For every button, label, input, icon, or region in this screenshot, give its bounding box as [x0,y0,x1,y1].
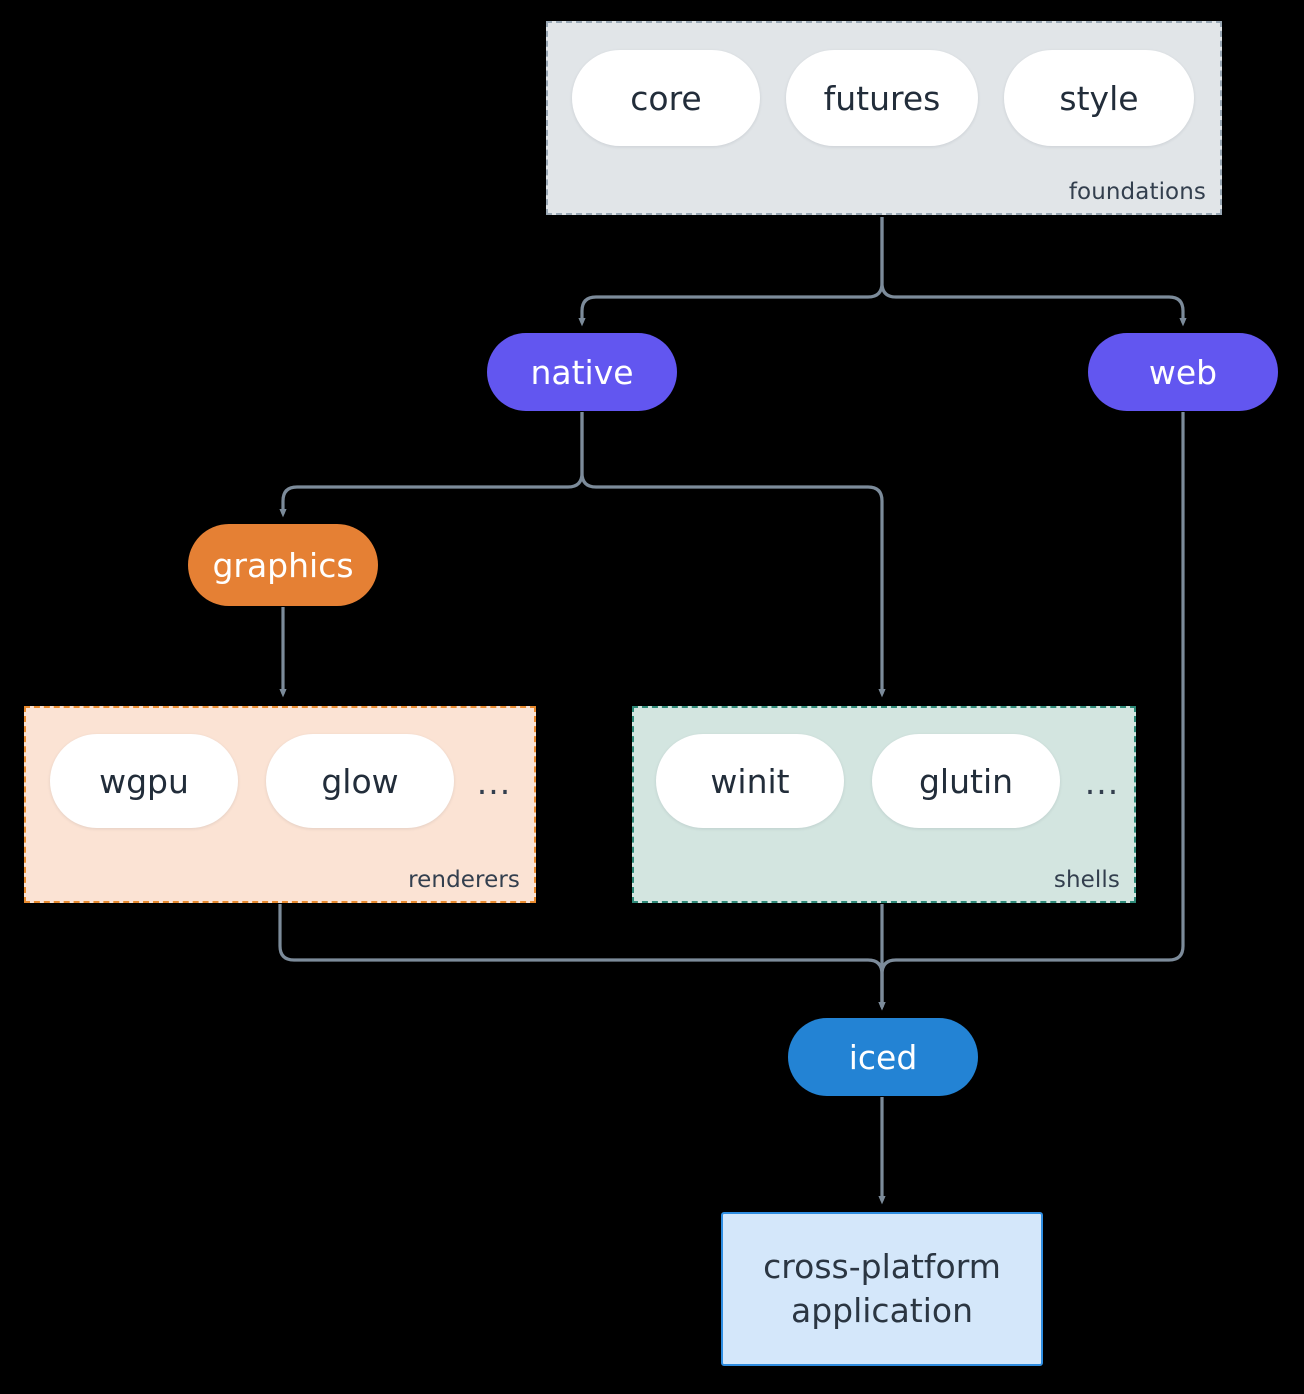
node-web-label: web [1148,352,1218,392]
node-core-label: core [630,78,702,118]
node-web[interactable]: web [1088,333,1278,411]
edge-renderers-iced [278,904,886,1011]
edge-native-shells [580,412,886,698]
node-native-label: native [530,352,634,392]
edge-native-graphics [279,412,584,518]
application-label-line1: cross-platform [763,1247,1001,1287]
node-style[interactable]: style [1004,50,1194,146]
node-iced[interactable]: iced [788,1018,978,1096]
node-glutin-label: glutin [918,761,1014,801]
shells-more-ellipsis: ... [1078,762,1126,802]
node-winit-label: winit [710,761,790,801]
node-style-label: style [1059,78,1139,118]
node-glow[interactable]: glow [266,734,454,828]
cluster-shells-label: shells [1053,867,1120,893]
node-graphics-label: graphics [212,545,354,585]
edge-foundations-web [880,217,1187,327]
node-winit[interactable]: winit [656,734,844,828]
node-core[interactable]: core [572,50,760,146]
node-graphics[interactable]: graphics [188,524,378,606]
edge-foundations-native [578,217,884,327]
renderers-more-label: ... [476,762,512,802]
node-glutin[interactable]: glutin [872,734,1060,828]
renderers-more-ellipsis: ... [470,762,518,802]
node-futures-label: futures [823,78,941,118]
node-wgpu-label: wgpu [99,761,189,801]
node-iced-label: iced [848,1037,918,1077]
cluster-renderers-label: renderers [408,867,520,893]
node-glow-label: glow [321,761,399,801]
application-label-line2: application [790,1291,974,1330]
node-cross-platform-application[interactable]: cross-platform application [721,1212,1043,1366]
node-wgpu[interactable]: wgpu [50,734,238,828]
cluster-foundations-label: foundations [1068,179,1206,205]
node-native[interactable]: native [487,333,677,411]
node-futures[interactable]: futures [786,50,978,146]
shells-more-label: ... [1084,762,1120,802]
